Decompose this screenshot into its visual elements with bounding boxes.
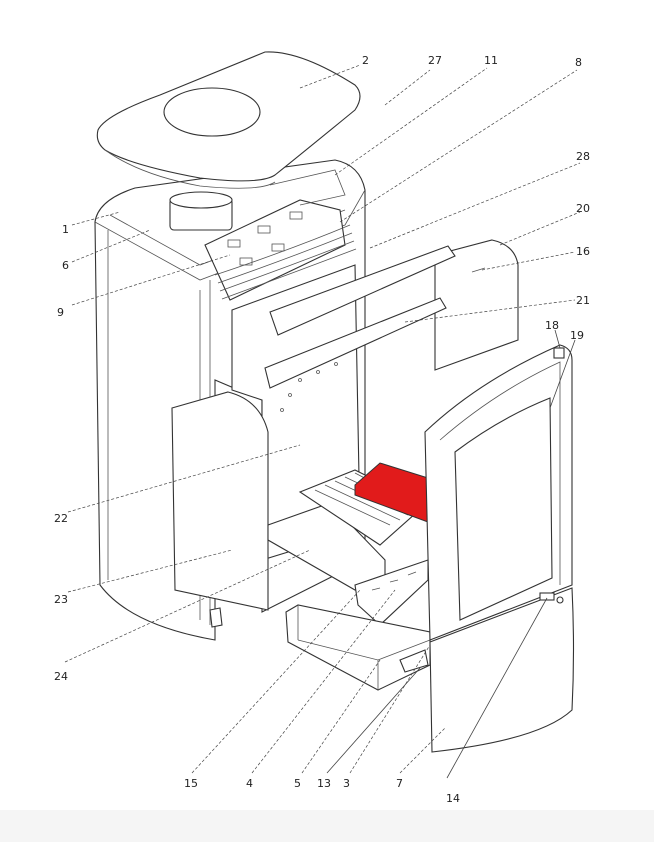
label-1: 1: [62, 223, 69, 236]
top-lid: [96, 51, 361, 189]
label-4: 4: [246, 777, 253, 790]
label-14: 14: [446, 792, 460, 805]
label-15: 15: [184, 777, 198, 790]
label-20: 20: [576, 202, 590, 215]
label-19: 19: [570, 329, 584, 342]
label-16: 16: [576, 245, 590, 258]
part-labels: 2 27 11 8 28 20 16 21 18 19 1 6 9 22 23 …: [54, 54, 590, 805]
grate-rail: [354, 559, 429, 626]
label-22: 22: [54, 512, 68, 525]
left-side-liner: [171, 391, 269, 611]
label-6: 6: [62, 259, 69, 272]
label-23: 23: [54, 593, 68, 606]
label-3: 3: [343, 777, 350, 790]
label-18: 18: [545, 319, 559, 332]
right-side-panel: [434, 239, 519, 371]
ash-pan: [285, 604, 431, 691]
foot: [209, 607, 223, 628]
label-7: 7: [396, 777, 403, 790]
flue-collar: [169, 191, 233, 231]
label-5: 5: [294, 777, 301, 790]
label-24: 24: [54, 670, 68, 683]
label-28: 28: [576, 150, 590, 163]
baffle-plates: [264, 245, 456, 389]
label-2: 2: [362, 54, 369, 67]
top-frame: [204, 169, 357, 301]
label-11: 11: [484, 54, 498, 67]
label-27: 27: [428, 54, 442, 67]
lower-door: [429, 587, 575, 753]
label-13: 13: [317, 777, 331, 790]
leader-lines: [64, 64, 581, 779]
label-8: 8: [575, 56, 582, 69]
door: [424, 344, 573, 641]
label-21: 21: [576, 294, 590, 307]
bottom-strip: [0, 810, 654, 842]
label-9: 9: [57, 306, 64, 319]
